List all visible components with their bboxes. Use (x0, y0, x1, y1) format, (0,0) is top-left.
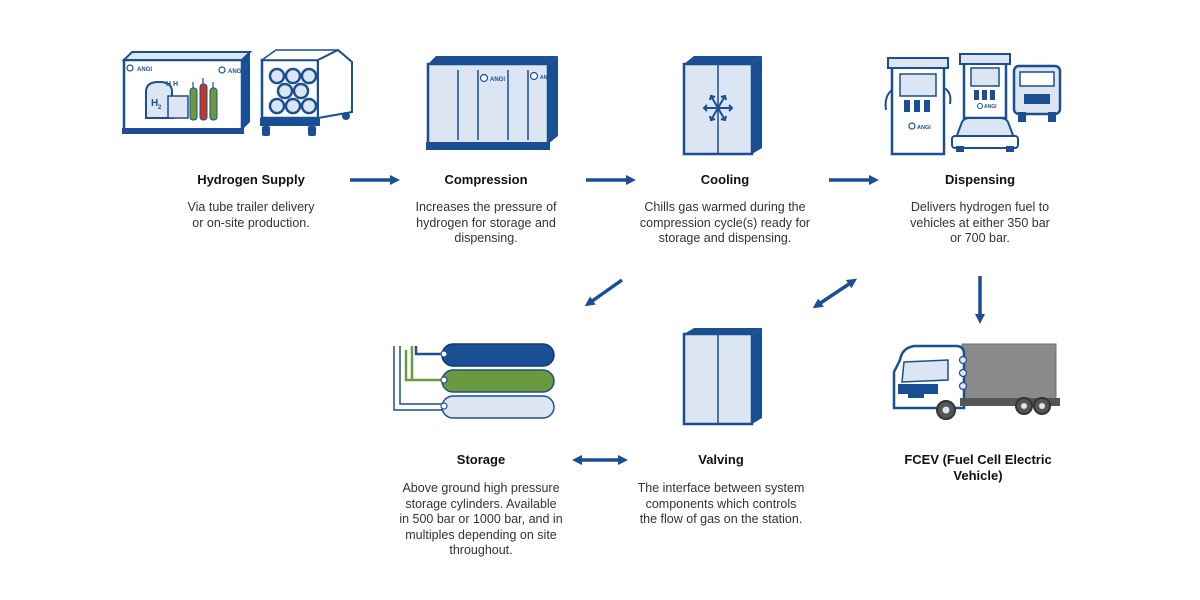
valving-description: The interface between system components … (637, 481, 805, 526)
valving-cabinet-illustration (682, 328, 762, 426)
storage-title: Storage (456, 452, 506, 467)
compressor-illustration: ANGI ANGI (426, 56, 558, 150)
supply-brand-text: ANGI (137, 67, 152, 73)
cooler-illustration (682, 56, 762, 156)
tube-trailer-illustration (259, 48, 353, 136)
valving-title: Valving (698, 452, 744, 467)
h2-subscript: 2 (158, 105, 162, 111)
h2-label: H (151, 98, 158, 109)
dispenser-brand-text-2: ANGI (984, 104, 997, 110)
compressor-brand-text: ANGI (490, 77, 505, 83)
storage-description: Above ground high pressure storage cylin… (399, 481, 563, 557)
compression-description: Increases the pressure of hydrogen for s… (415, 200, 557, 245)
supply-title: Hydrogen Supply (197, 172, 305, 187)
dispenser-illustration: ANGI ANGI (884, 53, 1062, 156)
storage-cylinders-illustration (393, 343, 555, 419)
svg-text:H H: H H (166, 81, 178, 88)
compression-title: Compression (444, 172, 528, 187)
supply-container-illustration: ANGI ANGI H 2 H H (121, 51, 253, 134)
dispenser-brand-text: ANGI (917, 125, 931, 131)
cooling-title: Cooling (700, 172, 750, 187)
arrow-cooling-to-storage (584, 278, 624, 307)
fcev-title: FCEV (Fuel Cell Electric Vehicle) (904, 452, 1052, 483)
supply-description: Via tube trailer delivery or on-site pro… (187, 200, 315, 230)
fcev-truck-illustration (892, 343, 1060, 420)
arrow-valving-dispensing (812, 278, 857, 309)
dispensing-description: Delivers hydrogen fuel to vehicles at ei… (910, 200, 1050, 245)
dispensing-title: Dispensing (944, 172, 1016, 187)
supply-brand-text-2: ANGI (228, 69, 243, 75)
snowflake-icon (702, 94, 734, 122)
cooling-description: Chills gas warmed during the compression… (639, 200, 811, 245)
compressor-brand-text-2: ANGI (540, 75, 553, 81)
